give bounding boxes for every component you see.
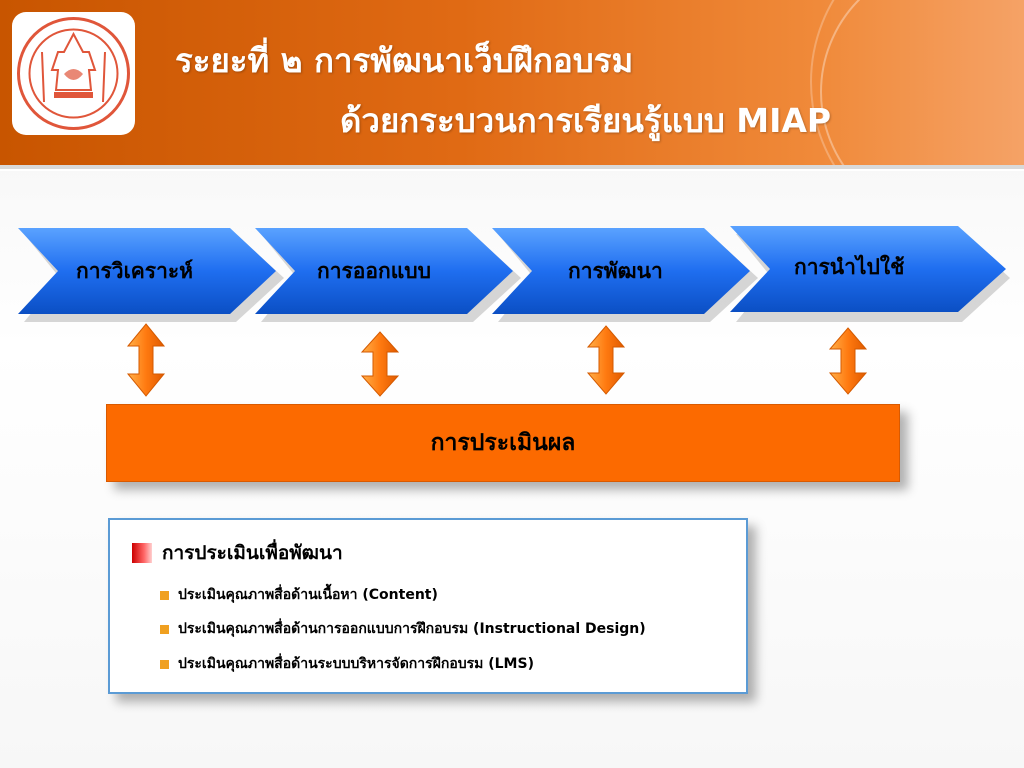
list-item-text: ประเมินคุณภาพสื่อด้านระบบบริหารจัดการฝึก… bbox=[178, 656, 534, 672]
bullet-square-icon bbox=[160, 659, 169, 669]
process-step-label: การนำไปใช้ bbox=[794, 255, 905, 279]
university-logo bbox=[12, 12, 135, 135]
list-item-text: ประเมินคุณภาพสื่อด้านการออกแบบการฝึกอบรม… bbox=[178, 621, 646, 637]
page-title-line2: ด้วยกระบวนการเรียนรู้แบบ MIAP bbox=[340, 101, 832, 140]
double-arrow-icon bbox=[126, 323, 166, 397]
bullet-square-icon bbox=[160, 590, 169, 600]
bullet-square-icon bbox=[132, 543, 152, 563]
bullet-square-icon bbox=[160, 624, 169, 634]
list-item-text: ประเมินคุณภาพสื่อด้านเนื้อหา (Content) bbox=[178, 587, 438, 603]
info-heading: การประเมินเพื่อพัฒนา bbox=[132, 538, 343, 568]
header-divider bbox=[0, 165, 1024, 169]
evaluation-details-box: การประเมินเพื่อพัฒนา ประเมินคุณภาพสื่อด้… bbox=[108, 518, 748, 694]
chevron-shape bbox=[730, 226, 1010, 322]
list-item: ประเมินคุณภาพสื่อด้านเนื้อหา (Content) bbox=[160, 584, 438, 606]
process-step-label: การออกแบบ bbox=[317, 259, 431, 283]
double-arrow-icon bbox=[360, 331, 400, 397]
page-title-line1: ระยะที่ ๒ การพัฒนาเว็บฝึกอบรม bbox=[175, 41, 634, 80]
process-step-label: การพัฒนา bbox=[568, 259, 663, 283]
evaluation-bar: การประเมินผล bbox=[106, 404, 900, 482]
process-step-design: การออกแบบ bbox=[255, 226, 525, 322]
chevron-shape bbox=[18, 228, 284, 322]
double-arrow-icon bbox=[828, 327, 868, 395]
chevron-shape bbox=[255, 228, 521, 322]
process-step-label: การวิเคราะห์ bbox=[76, 259, 193, 283]
double-arrow-icon bbox=[586, 325, 626, 395]
title-banner: ระยะที่ ๒ การพัฒนาเว็บฝึกอบรม ด้วยกระบวน… bbox=[0, 0, 1024, 165]
process-step-development: การพัฒนา bbox=[492, 226, 762, 322]
process-step-implementation: การนำไปใช้ bbox=[730, 226, 1015, 322]
list-item: ประเมินคุณภาพสื่อด้านการออกแบบการฝึกอบรม… bbox=[160, 618, 646, 640]
list-item: ประเมินคุณภาพสื่อด้านระบบบริหารจัดการฝึก… bbox=[160, 653, 534, 675]
decorative-swoosh bbox=[810, 0, 1024, 165]
header-divider bbox=[0, 169, 1024, 171]
evaluation-label: การประเมินผล bbox=[430, 430, 576, 456]
info-heading-text: การประเมินเพื่อพัฒนา bbox=[162, 542, 343, 564]
process-step-analysis: การวิเคราะห์ bbox=[18, 226, 288, 322]
chevron-shape bbox=[492, 228, 758, 322]
